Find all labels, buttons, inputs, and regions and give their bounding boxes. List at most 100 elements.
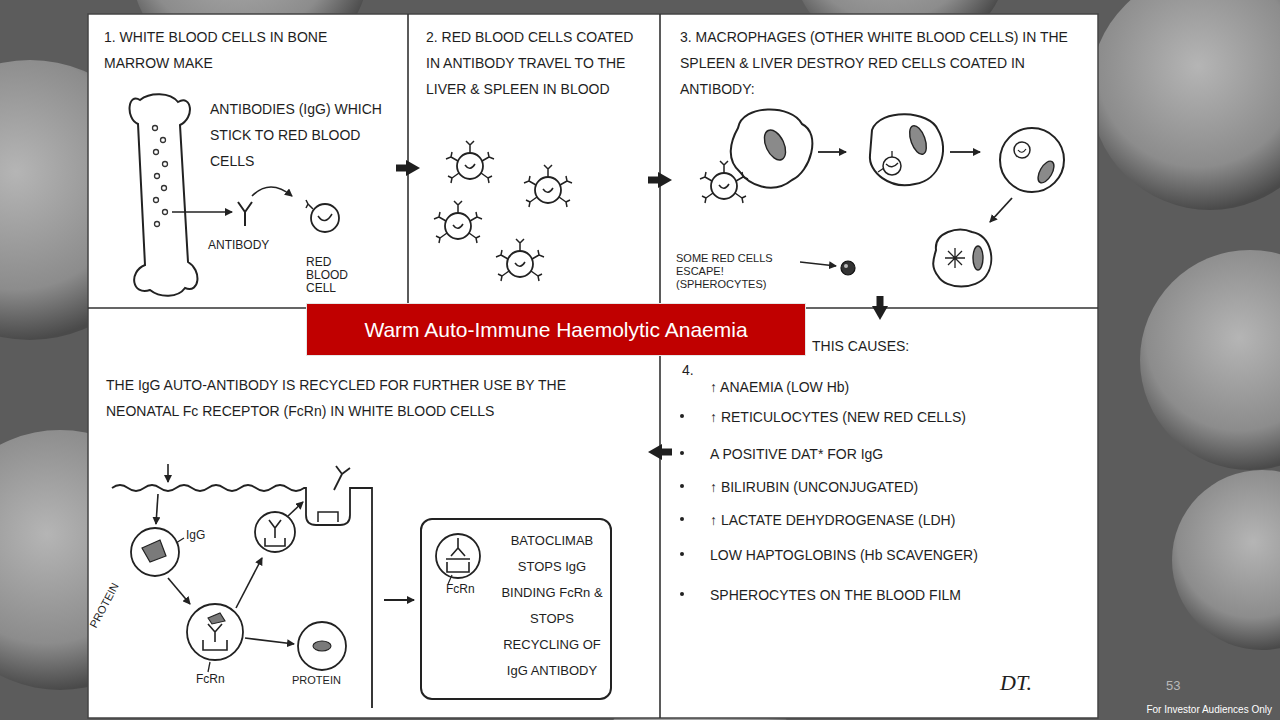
leader-arrow bbox=[800, 262, 836, 266]
marrow-cell bbox=[153, 126, 158, 131]
bullet-dot bbox=[680, 414, 684, 418]
marrow-cell bbox=[163, 210, 168, 215]
spherocyte-highlight bbox=[844, 264, 848, 268]
coated-red-cell bbox=[700, 161, 748, 203]
part-label: FcRn bbox=[446, 582, 475, 596]
finding-item: ↑ LACTATE DEHYDROGENASE (LDH) bbox=[710, 510, 1090, 530]
leader-line bbox=[208, 662, 210, 672]
coated-red-cell bbox=[496, 239, 544, 281]
flow-arrow bbox=[252, 187, 292, 196]
endosome bbox=[298, 622, 346, 670]
protein-blob bbox=[142, 540, 166, 562]
flow-arrow bbox=[236, 558, 262, 608]
title-text: Warm Auto-Immune Haemolytic Anaemia bbox=[364, 318, 747, 342]
panel-heading: 3. MACROPHAGES (OTHER WHITE BLOOD CELLS)… bbox=[680, 24, 1088, 102]
flow-arrow bbox=[172, 211, 232, 213]
bullet-dot bbox=[680, 552, 684, 556]
macrophage-nucleus bbox=[760, 127, 790, 164]
marrow-cell bbox=[161, 138, 166, 143]
coated-red-cell bbox=[446, 141, 494, 183]
macrophage bbox=[1000, 128, 1064, 192]
red-cell-detail bbox=[306, 200, 332, 221]
flow-arrow bbox=[384, 599, 414, 601]
endosome bbox=[131, 528, 179, 576]
background-cell bbox=[1090, 0, 1280, 210]
panel-heading: 1. WHITE BLOOD CELLS IN BONE MARROW MAKE bbox=[104, 24, 354, 76]
macrophage-nucleus bbox=[973, 246, 983, 270]
panel-body: ANTIBODIES (IgG) WHICH STICK TO RED BLOO… bbox=[210, 96, 390, 174]
title-banner: Warm Auto-Immune Haemolytic Anaemia bbox=[306, 303, 806, 356]
marrow-cells bbox=[153, 126, 168, 227]
coated-red-cell bbox=[434, 201, 482, 243]
process-panel: 1. WHITE BLOOD CELLS IN BONE MARROW MAKE… bbox=[90, 16, 396, 296]
engulfed-cell-detail bbox=[878, 151, 898, 172]
marrow-cell bbox=[155, 174, 160, 179]
leader-line bbox=[176, 538, 184, 543]
part-label: ANTIBODY bbox=[208, 238, 269, 252]
part-label: PROTEIN bbox=[292, 674, 341, 687]
drug-action-box: BATOCLIMAB STOPS IgG BINDING FcRn & STOP… bbox=[420, 518, 612, 700]
engulfed-cell bbox=[883, 157, 901, 175]
finding-item: ↑ BILIRUBIN (UNCONJUGATED) bbox=[710, 477, 1090, 497]
endosome bbox=[436, 534, 480, 578]
bullet-dot bbox=[680, 484, 684, 488]
flow-arrow bbox=[168, 578, 190, 604]
part-label: RED BLOOD CELL bbox=[306, 256, 350, 295]
engulfed-cell bbox=[1014, 142, 1030, 158]
panel-heading: 2. RED BLOOD CELLS COATED IN ANTIBODY TR… bbox=[426, 24, 644, 102]
finding-item: LOW HAPTOGLOBINS (Hb SCAVENGER) bbox=[710, 545, 1090, 565]
finding-item: ↑ ANAEMIA (LOW Hb) bbox=[710, 377, 1090, 397]
finding-item: A POSITIVE DAT* FOR IgG bbox=[710, 444, 1090, 464]
panel-heading: THIS CAUSES: bbox=[812, 336, 1012, 356]
marrow-cell bbox=[155, 222, 160, 227]
marrow-cell bbox=[154, 150, 159, 155]
bullet-dot bbox=[680, 517, 684, 521]
antibody-symbol bbox=[334, 466, 350, 490]
blocked-receptor bbox=[446, 538, 470, 572]
signature: DT. bbox=[1000, 670, 1032, 696]
marrow-cell bbox=[162, 186, 167, 191]
flow-arrow bbox=[245, 638, 294, 644]
protein-blob bbox=[313, 641, 331, 651]
flow-connector bbox=[877, 296, 884, 306]
background-cell bbox=[1140, 250, 1280, 470]
sketch-panel bbox=[88, 14, 1098, 718]
flow-arrow bbox=[818, 151, 846, 153]
flow-arrow bbox=[288, 502, 303, 516]
finding-item: ↑ RETICULOCYTES (NEW RED CELLS) bbox=[710, 407, 1090, 427]
cell-membrane bbox=[112, 485, 372, 708]
bullet-dot bbox=[680, 592, 684, 596]
panel-divider bbox=[88, 14, 1098, 718]
flow-connector bbox=[396, 165, 406, 172]
flow-arrow bbox=[950, 151, 980, 153]
protein-blob bbox=[208, 613, 225, 624]
part-label: FcRn bbox=[196, 672, 225, 686]
panel-heading: THE IgG AUTO-ANTIBODY IS RECYCLED FOR FU… bbox=[106, 372, 632, 424]
finding-item: SPHEROCYTES ON THE BLOOD FILM bbox=[710, 585, 1090, 605]
flow-connector bbox=[648, 177, 658, 184]
process-panel: 2. RED BLOOD CELLS COATED IN ANTIBODY TR… bbox=[420, 16, 648, 296]
bone-outline bbox=[130, 94, 198, 296]
flow-arrow bbox=[156, 494, 158, 524]
part-label: IgG bbox=[186, 528, 205, 542]
antibody-symbol bbox=[238, 202, 252, 226]
drug-action-text: BATOCLIMAB STOPS IgG BINDING FcRn & STOP… bbox=[496, 528, 608, 684]
background-cell bbox=[1172, 470, 1280, 650]
receptor-antibody bbox=[265, 520, 285, 546]
marrow-cell bbox=[163, 162, 168, 167]
marrow-cell bbox=[154, 198, 159, 203]
bullet-dots bbox=[680, 414, 684, 596]
flow-arrow bbox=[167, 464, 169, 482]
page-number: 53 bbox=[1166, 678, 1180, 694]
flow-arrow bbox=[990, 198, 1012, 222]
footer-note: For Investor Audiences Only bbox=[1146, 704, 1272, 716]
step-number: 4. bbox=[682, 360, 706, 380]
endosome bbox=[187, 604, 243, 660]
coated-red-cell bbox=[524, 165, 572, 207]
macrophage bbox=[933, 230, 991, 287]
macrophage-nucleus bbox=[1035, 159, 1057, 186]
